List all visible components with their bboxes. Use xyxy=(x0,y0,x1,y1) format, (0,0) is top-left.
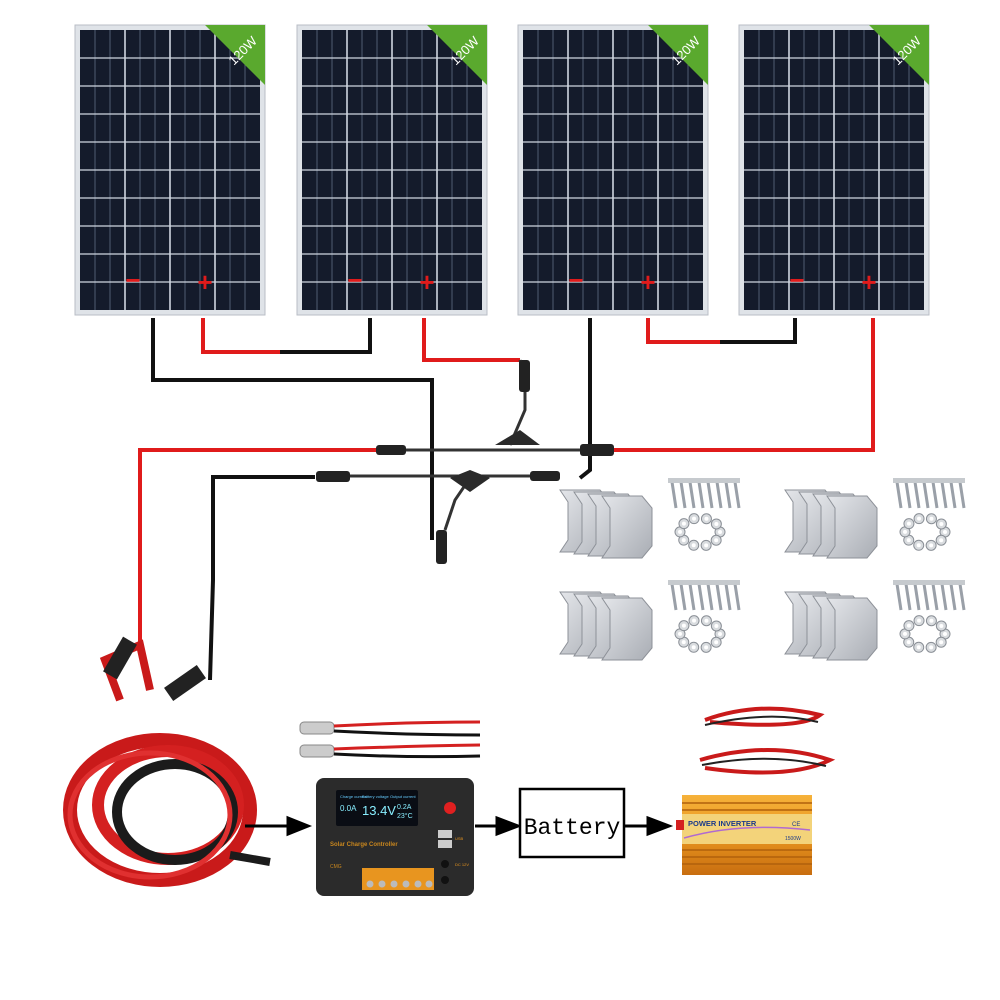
mc4-connector xyxy=(530,471,560,481)
bolts-and-nuts xyxy=(893,580,966,653)
wire-panel2-positive xyxy=(422,318,520,362)
solar-panels: 120W−+120W−+120W−+120W−+ xyxy=(74,24,930,316)
positive-terminal-label: + xyxy=(640,267,655,297)
solar-panel: 120W−+ xyxy=(738,24,930,316)
main-negative-cable xyxy=(208,475,315,681)
mounting-bracket-set xyxy=(784,591,878,661)
wattage-badge xyxy=(205,25,265,85)
lcd-battery-voltage: 13.4V xyxy=(362,803,396,818)
wattage-badge xyxy=(869,25,929,85)
bolts-and-nuts xyxy=(893,478,966,551)
usb-label: USB xyxy=(455,836,464,841)
battery-label: Battery xyxy=(524,815,621,841)
wattage-badge xyxy=(648,25,708,85)
mc4-connectors xyxy=(316,360,614,564)
solar-panel: 120W−+ xyxy=(296,24,488,316)
usb-port xyxy=(438,830,452,838)
mounting-bracket-set xyxy=(784,489,878,559)
inverter-model: 1500W xyxy=(785,836,801,842)
bolts-and-nuts xyxy=(668,580,741,653)
wire-panel4-negative xyxy=(720,318,797,344)
wire-panel1-negative xyxy=(151,318,434,540)
solar-charge-controller: Charge current Battery voltage Output cu… xyxy=(316,778,474,896)
positive-terminal-label: + xyxy=(197,267,212,297)
lcd-temperature: 23°C xyxy=(397,812,413,820)
mc4-connector xyxy=(376,445,406,455)
wire-panel2-negative xyxy=(280,318,372,354)
y-branch-junction xyxy=(495,430,540,445)
power-button[interactable] xyxy=(444,802,456,814)
controller-leads xyxy=(299,720,481,759)
lcd-charge-current: 0.0A xyxy=(340,804,357,813)
flow-arrows xyxy=(245,815,674,837)
mounting-hardware xyxy=(559,478,966,661)
wire-panel3-positive xyxy=(646,318,720,344)
mounting-bracket-set xyxy=(559,591,653,661)
power-inverter: POWER INVERTER CE 1500W xyxy=(676,795,812,875)
usb-port xyxy=(438,840,452,848)
positive-terminal-label: + xyxy=(861,267,876,297)
lcd-header-battery: Battery voltage xyxy=(362,794,389,799)
ce-mark: CE xyxy=(792,822,800,828)
controller-label: Solar Charge Controller xyxy=(330,842,398,848)
mc4-connector xyxy=(436,530,447,564)
wire-panel3-negative xyxy=(578,318,592,480)
wattage-badge xyxy=(427,25,487,85)
negative-terminal-label: − xyxy=(789,265,804,295)
mc4-connector xyxy=(580,444,614,456)
solar-panel: 120W−+ xyxy=(517,24,709,316)
main-positive-cable xyxy=(138,448,378,650)
negative-terminal-label: − xyxy=(568,265,583,295)
lcd-header-output: Output current xyxy=(390,794,416,799)
solar-panel: 120W−+ xyxy=(74,24,266,316)
pv-cable-coil xyxy=(63,636,271,887)
positive-terminal-label: + xyxy=(419,267,434,297)
wire-panel4-positive xyxy=(610,318,875,452)
negative-terminal-label: − xyxy=(125,265,140,295)
dc-label: DC 12V xyxy=(455,862,469,867)
bolts-and-nuts xyxy=(668,478,741,551)
wire-panel1-positive xyxy=(201,318,280,354)
negative-terminal-label: − xyxy=(347,265,362,295)
inverter-cables xyxy=(699,706,836,775)
mc4-connector xyxy=(316,471,350,482)
mc4-connector xyxy=(519,360,530,392)
wiring xyxy=(138,318,875,681)
terminal-block xyxy=(362,868,434,890)
mounting-bracket-set xyxy=(559,489,653,559)
y-branch-junction xyxy=(450,470,490,492)
battery-box: Battery xyxy=(518,787,626,859)
lcd-output-current: 0.2A xyxy=(397,804,412,811)
inverter-label: POWER INVERTER xyxy=(688,819,757,828)
lcd-header-charge: Charge current xyxy=(340,794,368,799)
controller-brand: CMG xyxy=(330,864,342,870)
